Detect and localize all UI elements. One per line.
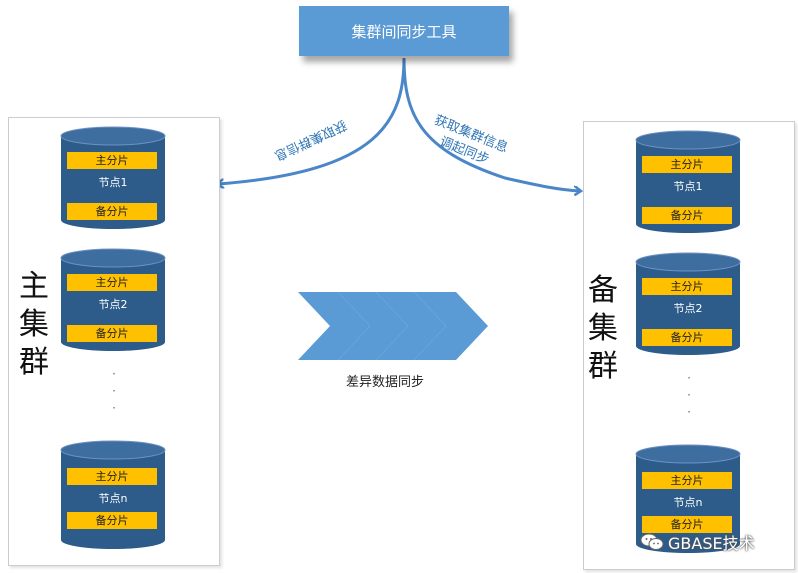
main-node-n-name: 节点n xyxy=(98,492,128,505)
backup-node-n-name: 节点n xyxy=(673,496,703,509)
backup-node-1-name: 节点1 xyxy=(673,180,703,193)
chevron-2 xyxy=(338,292,408,360)
main-ellipsis: · · · xyxy=(112,367,116,415)
main-cluster-panel: 主 集 群 主分片 节点1 备分片 主分片 节点2 备分片 · · · 主分片 … xyxy=(8,117,220,566)
main-node-2-primary: 主分片 xyxy=(67,274,157,291)
sync-label: 差异数据同步 xyxy=(346,375,425,390)
main-node-2-backup: 备分片 xyxy=(67,325,157,342)
main-node-1: 主分片 节点1 备分片 xyxy=(60,126,166,230)
watermark-text: GBASE技术 xyxy=(668,534,755,553)
main-node-1-backup: 备分片 xyxy=(67,203,157,220)
backup-node-1: 主分片 节点1 备分片 xyxy=(635,130,741,234)
chevron-4 xyxy=(414,292,488,360)
backup-node-2-primary: 主分片 xyxy=(642,278,732,295)
backup-node-1-backup: 备分片 xyxy=(642,207,732,224)
wechat-icon xyxy=(640,533,664,550)
sync-tool-box: 集群间同步工具 xyxy=(299,6,509,56)
backup-node-2-name: 节点2 xyxy=(673,302,703,315)
arrow-to-main-cluster xyxy=(218,57,406,184)
chevron-1 xyxy=(298,292,370,360)
main-node-n: 主分片 节点n 备分片 xyxy=(60,440,166,550)
main-node-1-name: 节点1 xyxy=(98,176,128,189)
main-node-1-primary: 主分片 xyxy=(67,152,157,169)
backup-node-n: 主分片 节点n 备分片 xyxy=(635,444,741,554)
watermark: GBASE技术 xyxy=(640,530,755,554)
main-cluster-title: 主 集 群 xyxy=(19,269,49,380)
backup-cluster-panel: 备 集 群 主分片 节点1 备分片 主分片 节点2 备分片 · · · 主分片 … xyxy=(583,121,795,570)
chevron-3 xyxy=(376,292,446,360)
backup-node-2: 主分片 节点2 备分片 xyxy=(635,252,741,356)
backup-node-n-primary: 主分片 xyxy=(642,472,732,489)
backup-node-n-backup: 备分片 xyxy=(642,516,732,533)
arrow-to-backup-cluster xyxy=(402,57,580,191)
backup-cluster-title: 备 集 群 xyxy=(588,273,618,384)
main-node-2: 主分片 节点2 备分片 xyxy=(60,248,166,352)
main-node-n-backup: 备分片 xyxy=(67,512,157,529)
backup-node-2-backup: 备分片 xyxy=(642,329,732,346)
main-node-2-name: 节点2 xyxy=(98,298,128,311)
sync-chevrons xyxy=(298,292,488,360)
backup-ellipsis: · · · xyxy=(687,371,691,419)
backup-node-1-primary: 主分片 xyxy=(642,156,732,173)
main-node-n-primary: 主分片 xyxy=(67,468,157,485)
